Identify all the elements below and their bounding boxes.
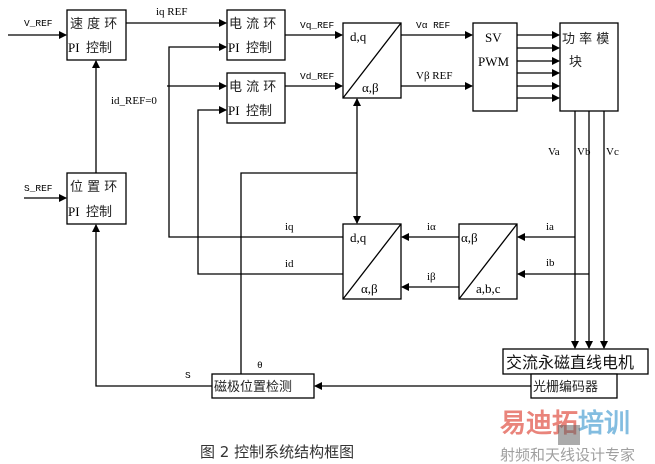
- encoder-label: 光栅编码器: [533, 380, 598, 395]
- current-loop-d-title: 电 流 环: [229, 80, 276, 95]
- position-loop-control: 控制: [86, 205, 112, 220]
- motor-label: 交流永磁直线电机: [506, 353, 634, 372]
- current-loop-d-control: 控制: [246, 104, 272, 119]
- current-loop-q-title: 电 流 环: [229, 17, 276, 32]
- current-loop-q-control: 控制: [246, 41, 272, 56]
- encoder-block: 光栅编码器: [530, 373, 618, 399]
- va-label: Va: [548, 146, 560, 158]
- vd-ref-label: Vd_REF: [300, 71, 335, 82]
- pole-position-detect-block: 磁极位置检测: [211, 373, 315, 399]
- current-loop-d-block: 电 流 环 PI 控制: [226, 72, 286, 124]
- iq-feedback-line: [168, 43, 343, 238]
- clarke-transform-block: α,β a,b,c: [458, 223, 518, 300]
- power-module-title2: 块: [569, 55, 582, 70]
- position-loop-title: 位 置 环: [70, 180, 117, 195]
- iq-label: iq: [285, 221, 294, 233]
- current-loop-q-block: 电 流 环 PI 控制: [226, 9, 286, 61]
- clarke-bottom-label: a,b,c: [476, 281, 501, 296]
- figure-caption: 图 2 控制系统结构框图: [200, 443, 354, 461]
- vq-ref-label: Vq_REF: [300, 20, 335, 31]
- vb-label: Vb: [577, 146, 591, 158]
- vc-label: Vc: [606, 146, 619, 158]
- motor-block: 交流永磁直线电机: [502, 348, 649, 375]
- power-module-block: 功 率 模 块: [559, 22, 619, 112]
- clarke-top-label: α,β: [461, 230, 478, 245]
- id-label: id: [285, 258, 294, 270]
- inv-park-top-label: d,q: [350, 29, 367, 44]
- id-feedback-line: [197, 106, 343, 275]
- iq-ref-label: iq REF: [156, 6, 187, 18]
- pwm-signal-arrows: [517, 31, 560, 102]
- ib-label: ib: [546, 257, 555, 269]
- ia-label: ia: [546, 221, 554, 233]
- speed-loop-control: 控制: [86, 41, 112, 56]
- power-module-title: 功 率 模: [562, 31, 609, 47]
- s-ref-label: S_REF: [24, 183, 53, 194]
- svpwm-line2: PWM: [478, 54, 510, 69]
- current-loop-d-pi: PI: [228, 103, 240, 118]
- park-bottom-label: α,β: [361, 281, 378, 296]
- watermark-logo-icon: [558, 425, 580, 445]
- theta-line: [240, 172, 357, 374]
- svpwm-line1: SV: [485, 30, 502, 45]
- watermark-brand-blue: 培训: [578, 409, 630, 439]
- theta-label: θ: [257, 360, 263, 371]
- watermark: 易迪拓 培训 射频和天线设计专家: [500, 409, 635, 464]
- valpha-ref-label: Vα REF: [416, 20, 451, 31]
- position-loop-block: 位 置 环 PI 控制: [66, 172, 127, 225]
- ibeta-label: iβ: [427, 271, 436, 283]
- svpwm-block: SV PWM: [472, 22, 518, 112]
- current-loop-q-pi: PI: [228, 40, 240, 55]
- vbeta-ref-label: Vβ REF: [416, 70, 452, 82]
- s-feedback-line: [92, 224, 212, 387]
- watermark-tagline: 射频和天线设计专家: [500, 446, 635, 464]
- park-transform-block: d,q α,β: [342, 223, 402, 300]
- v-ref-label: V_REF: [24, 18, 53, 29]
- speed-loop-title: 速 度 环: [70, 16, 117, 32]
- position-loop-pi: PI: [68, 204, 80, 219]
- pole-detect-label: 磁极位置检测: [214, 380, 292, 395]
- speed-loop-block: 速 度 环 PI 控制: [66, 9, 127, 61]
- s-label: S: [185, 370, 191, 381]
- id-ref-label: id_REF=0: [111, 95, 157, 107]
- inv-park-bottom-label: α,β: [362, 80, 379, 95]
- ialpha-label: iα: [427, 221, 436, 233]
- inverse-park-transform-block: d,q α,β: [342, 22, 402, 99]
- park-top-label: d,q: [350, 230, 367, 245]
- connections: [8, 19, 608, 390]
- speed-loop-pi: PI: [68, 40, 80, 55]
